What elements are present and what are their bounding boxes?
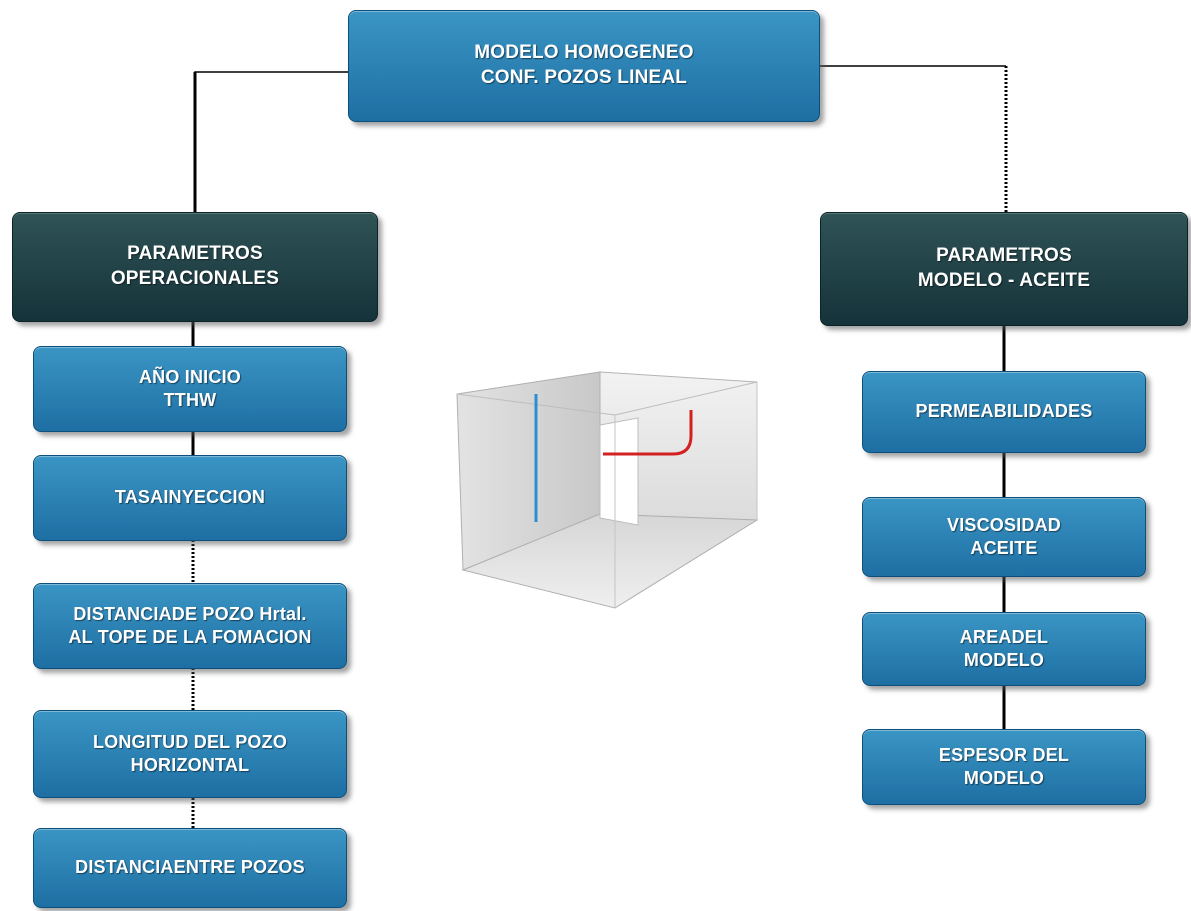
- node-permeabilidades: PERMEABILIDADES: [862, 371, 1146, 453]
- 3d-reservoir-cube-icon: [456, 371, 759, 609]
- node-label: VISCOSIDAD ACEITE: [946, 514, 1062, 558]
- node-espesor-modelo: ESPESOR DEL MODELO: [862, 729, 1146, 805]
- node-label: ESPESOR DEL MODELO: [938, 744, 1070, 788]
- node-area-modelo: AREADEL MODELO: [862, 612, 1146, 686]
- node-ano-inicio: AÑO INICIO TTHW: [33, 346, 347, 432]
- node-label: DISTANCIAENTRE POZOS: [75, 857, 305, 878]
- right-header-label: PARAMETROS MODELO - ACEITE: [917, 245, 1091, 291]
- node-longitud-pozo: LONGITUD DEL POZO HORIZONTAL: [33, 710, 347, 798]
- horizontal-well: [603, 410, 693, 456]
- node-label: AÑO INICIO TTHW: [138, 366, 241, 410]
- top-node-modelo-homogeneo: MODELO HOMOGENEO CONF. POZOS LINEAL: [348, 10, 820, 122]
- node-viscosidad-aceite: VISCOSIDAD ACEITE: [862, 497, 1146, 577]
- node-label: TASAINYECCION: [114, 487, 266, 508]
- node-label: AREADEL MODELO: [959, 626, 1049, 670]
- left-header-label: PARAMETROS OPERACIONALES: [110, 243, 280, 289]
- header-parametros-operacionales: PARAMETROS OPERACIONALES: [12, 212, 378, 322]
- header-parametros-modelo-aceite: PARAMETROS MODELO - ACEITE: [820, 212, 1188, 326]
- node-label: LONGITUD DEL POZO HORIZONTAL: [92, 731, 288, 775]
- top-node-label: MODELO HOMOGENEO CONF. POZOS LINEAL: [474, 42, 694, 88]
- node-label: DISTANCIADE POZO Hrtal. AL TOPE DE LA FO…: [68, 603, 312, 647]
- node-label: PERMEABILIDADES: [915, 401, 1093, 422]
- node-distancia-entre-pozos: DISTANCIAENTRE POZOS: [33, 828, 347, 908]
- node-distancia-pozo-tope: DISTANCIADE POZO Hrtal. AL TOPE DE LA FO…: [33, 583, 347, 669]
- node-tasa-inyeccion: TASAINYECCION: [33, 455, 347, 541]
